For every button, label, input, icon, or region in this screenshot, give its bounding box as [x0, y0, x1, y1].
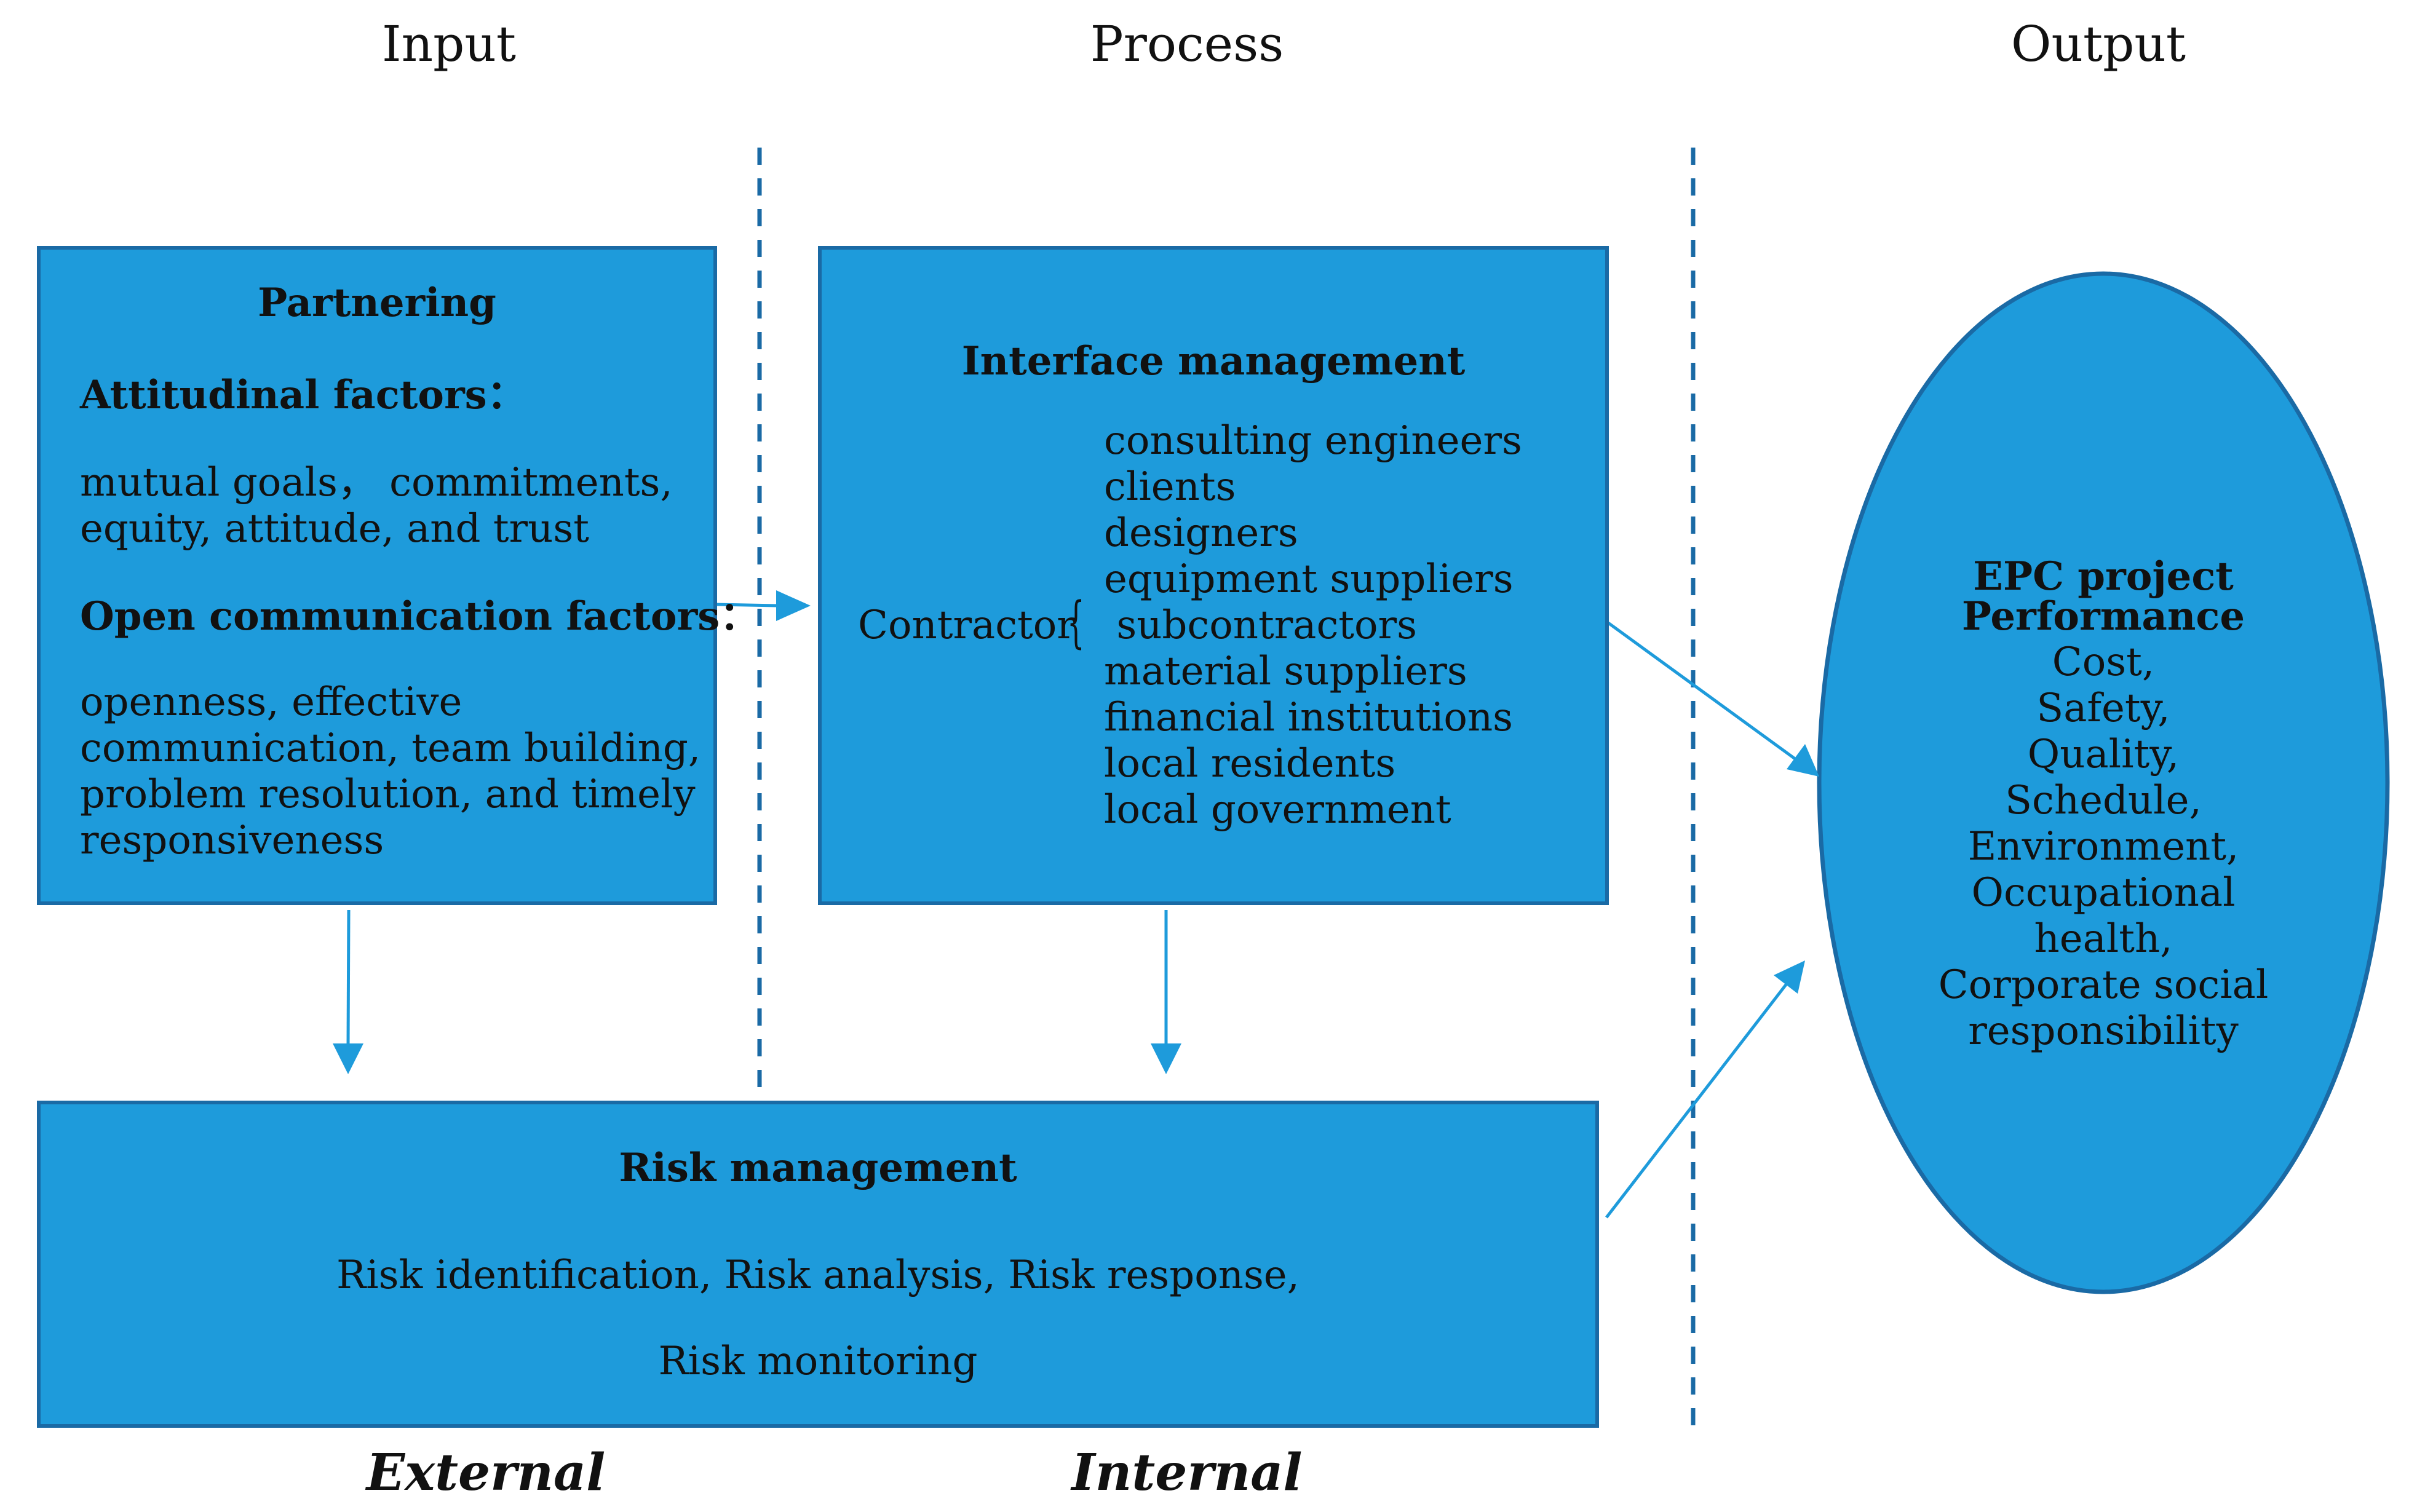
footer-external: External [366, 1443, 606, 1502]
interface-management-title: Interface management [961, 338, 1466, 384]
performance-item-7: health, [2034, 916, 2173, 962]
stakeholder-2: clients [1104, 464, 1236, 510]
performance-title-1: EPC project [1973, 553, 2234, 600]
stakeholder-8: local residents [1104, 741, 1396, 786]
open-communication-heading: Open communication factors： [80, 593, 760, 639]
open-communication-line-4: responsiveness [80, 818, 384, 863]
open-communication-line-3: problem resolution, and timely [80, 772, 696, 817]
performance-item-4: Schedule, [2005, 778, 2202, 823]
performance-title-2: Performance [1961, 593, 2245, 639]
performance-item-2: Safety, [2036, 686, 2170, 731]
partnering-box [37, 246, 717, 905]
performance-item-9: responsibility [1968, 1008, 2239, 1054]
performance-text: EPC project Performance Cost, Safety, Qu… [1833, 553, 2374, 1055]
stakeholder-4: equipment suppliers [1104, 556, 1514, 602]
risk-management-line-2: Risk monitoring [658, 1339, 978, 1384]
arrow-partnering-to-interface [715, 590, 811, 621]
stakeholder-1: consulting engineers [1104, 418, 1522, 464]
stakeholder-6: material suppliers [1104, 649, 1467, 694]
performance-item-6: Occupational [1971, 870, 2236, 916]
performance-ellipse [1817, 271, 2390, 1294]
footer-internal: Internal [1071, 1443, 1303, 1502]
open-communication-line-1: openness, effective [80, 679, 462, 725]
stakeholder-7: financial institutions [1104, 695, 1513, 740]
risk-management-line-1: Risk identification, Risk analysis, Risk… [336, 1253, 1300, 1298]
stakeholder-3: designers [1104, 510, 1298, 556]
attitudinal-line-2: equity, attitude, and trust [80, 506, 589, 552]
partnering-title: Partnering [258, 280, 496, 326]
open-communication-line-2: communication, team building, [80, 726, 701, 771]
arrow-interface-to-performance [1607, 621, 1819, 777]
arrow-partnering-to-risk [333, 909, 363, 1074]
heading-input: Input [381, 15, 516, 73]
arrow-interface-to-risk [1151, 910, 1181, 1074]
attitudinal-heading: Attitudinal factors： [80, 372, 526, 418]
attitudinal-line-1: mutual goals， commitments, [80, 460, 673, 505]
arrow-risk-to-performance [1605, 960, 1805, 1219]
performance-item-8: Corporate social [1938, 962, 2269, 1008]
stakeholder-9: local government [1104, 787, 1451, 833]
risk-management-box [37, 1101, 1599, 1428]
heading-output: Output [2010, 15, 2186, 73]
interface-management-box [818, 246, 1609, 905]
stakeholder-5: subcontractors [1104, 603, 1417, 648]
performance-item-5: Environment, [1967, 824, 2239, 869]
stakeholder-brace: { [1067, 590, 1085, 655]
risk-management-title: Risk management [619, 1145, 1017, 1191]
heading-process: Process [1090, 15, 1284, 73]
contractor-label: Contractor [858, 603, 1076, 648]
performance-item-3: Quality, [2027, 732, 2180, 777]
performance-item-1: Cost, [2052, 639, 2155, 685]
